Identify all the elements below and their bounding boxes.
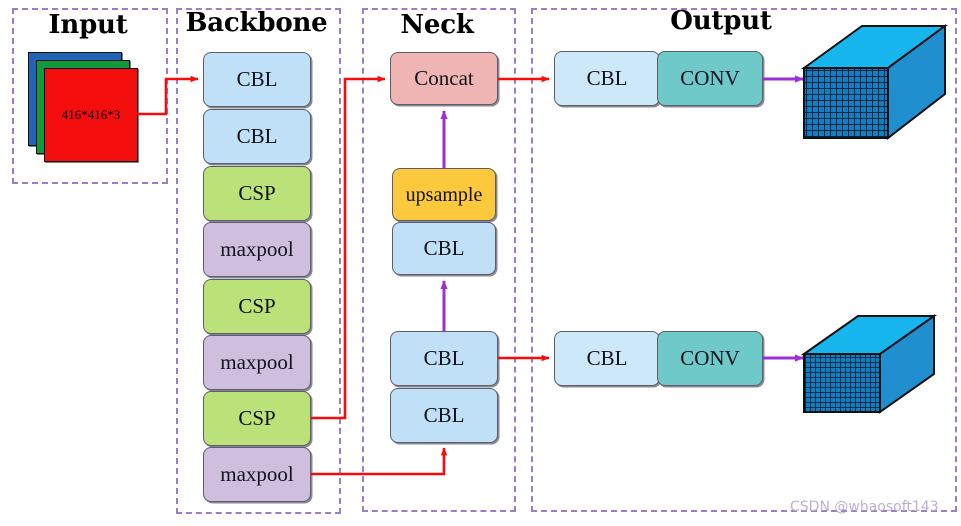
neck-block-upsample[interactable]: upsample [392, 168, 496, 221]
block-label: CBL [423, 346, 465, 370]
block-label: CBL [423, 403, 465, 427]
block-label: CBL [236, 124, 278, 148]
backbone-block-cbl-1[interactable]: CBL [203, 52, 311, 107]
output-head1-conv[interactable]: CONV [657, 51, 763, 106]
backbone-block-maxpool-1[interactable]: maxpool [203, 222, 311, 277]
block-label: Concat [414, 66, 474, 90]
watermark-text: CSDN @whaosoft143 [790, 499, 939, 515]
section-output [531, 8, 957, 512]
section-title-output: Output [670, 6, 772, 36]
block-label: CSP [238, 181, 276, 205]
section-title-input: Input [48, 10, 128, 40]
neck-block-cbl-mid[interactable]: CBL [390, 331, 498, 386]
output-head2-conv[interactable]: CONV [657, 331, 763, 386]
block-label: CONV [680, 346, 740, 370]
backbone-block-maxpool-2[interactable]: maxpool [203, 335, 311, 390]
backbone-block-csp-1[interactable]: CSP [203, 166, 311, 221]
block-label: CBL [586, 346, 628, 370]
backbone-block-csp-2[interactable]: CSP [203, 279, 311, 334]
neck-block-concat[interactable]: Concat [390, 52, 498, 105]
block-label: maxpool [220, 237, 294, 261]
input-dimension-label: 416*416*3 [61, 107, 121, 122]
neck-block-cbl-lower[interactable]: CBL [390, 388, 498, 443]
block-label: CSP [238, 294, 276, 318]
feature-map-cube-large [800, 24, 948, 141]
block-label: CBL [586, 66, 628, 90]
block-label: CSP [238, 406, 276, 430]
block-label: maxpool [220, 462, 294, 486]
section-title-backbone: Backbone [185, 8, 328, 38]
feature-map-cube-small [800, 314, 938, 414]
block-label: maxpool [220, 350, 294, 374]
block-label: CONV [680, 66, 740, 90]
block-label: upsample [405, 183, 483, 206]
section-title-neck: Neck [400, 10, 474, 40]
block-label: CBL [423, 236, 465, 260]
output-head2-cbl[interactable]: CBL [554, 331, 660, 386]
neck-block-cbl-upper[interactable]: CBL [392, 222, 496, 275]
backbone-block-cbl-2[interactable]: CBL [203, 109, 311, 164]
block-label: CBL [236, 67, 278, 91]
output-head1-cbl[interactable]: CBL [554, 51, 660, 106]
input-sheet-red: 416*416*3 [44, 68, 138, 162]
backbone-block-maxpool-3[interactable]: maxpool [203, 447, 311, 502]
backbone-block-csp-3[interactable]: CSP [203, 391, 311, 446]
